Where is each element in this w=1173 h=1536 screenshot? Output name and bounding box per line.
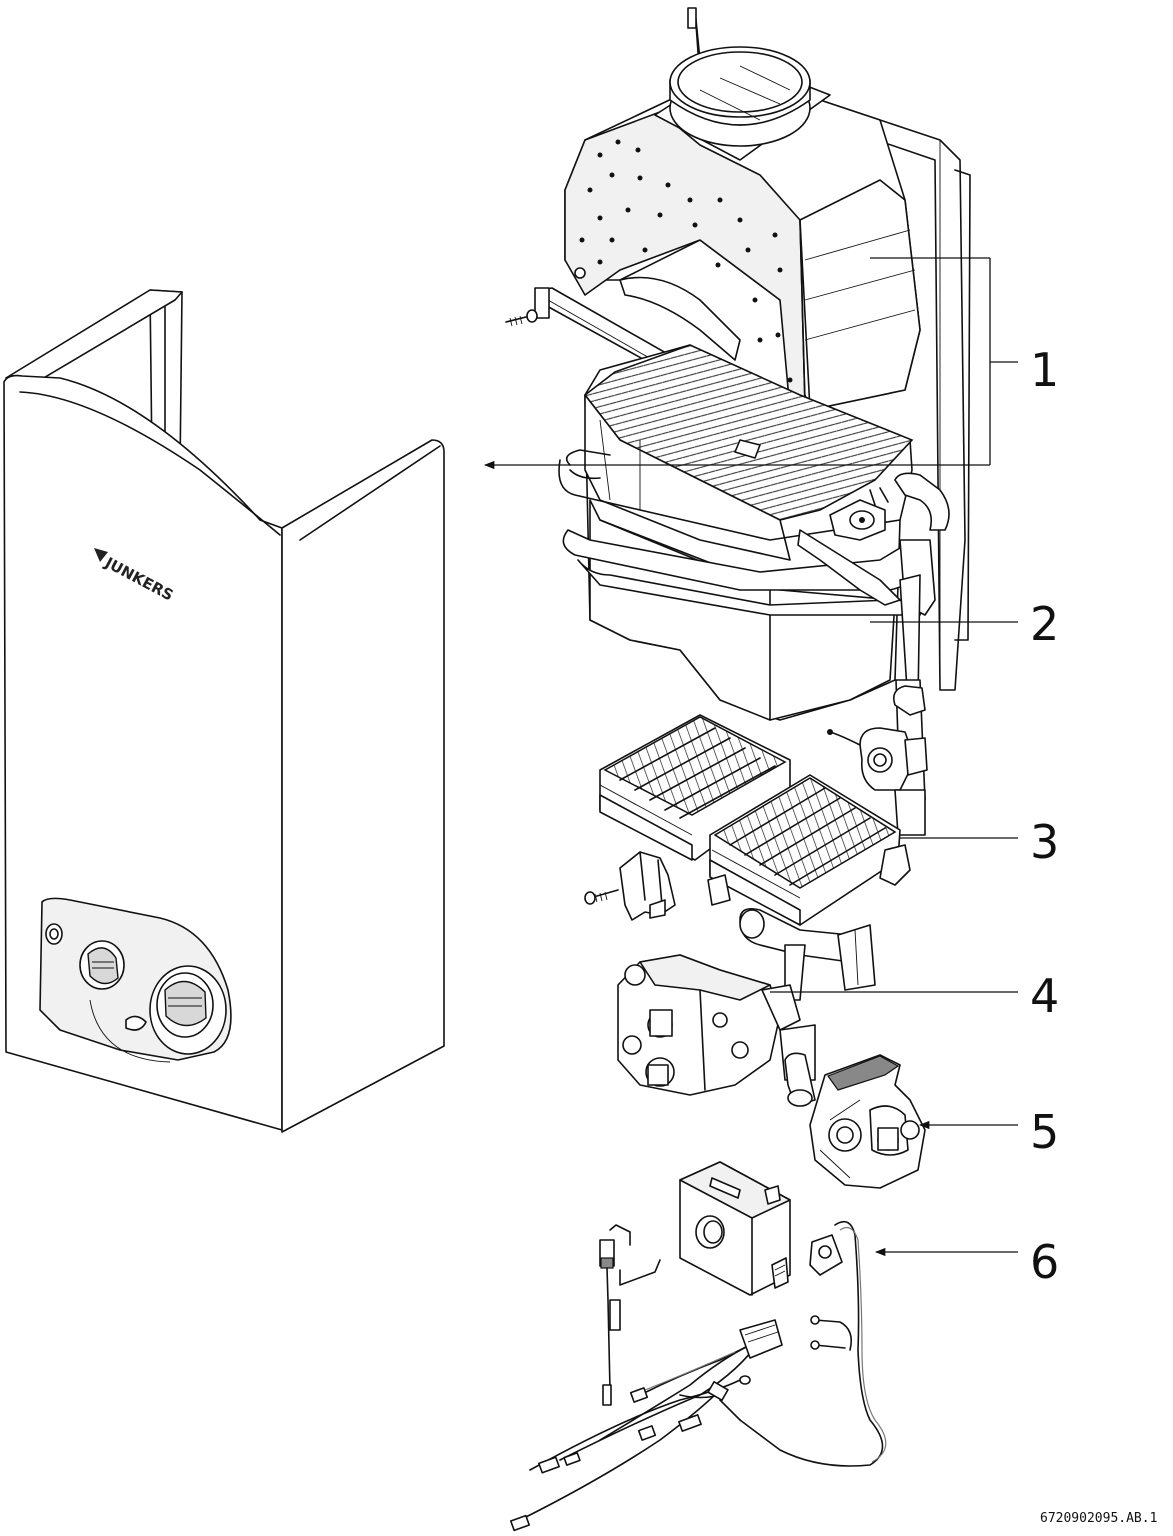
overheat-sensor — [739, 1220, 887, 1467]
heat-exchanger — [558, 344, 950, 801]
callout-2-label: 2 — [1030, 597, 1059, 651]
temperature-knob[interactable] — [79, 940, 125, 990]
callout-4-label: 4 — [1030, 969, 1059, 1023]
control-panel — [39, 897, 232, 1063]
screw-icon — [505, 309, 538, 327]
callout-3-label: 3 — [1030, 815, 1059, 869]
front-casing: JUNKERS — [3, 289, 445, 1133]
gas-valve — [809, 1054, 926, 1189]
ignition-electrode — [599, 1224, 631, 1406]
control-box — [679, 1161, 791, 1296]
water-valve — [617, 954, 816, 1107]
callout-leaders — [483, 257, 1018, 1257]
flue-hood-assembly — [505, 7, 971, 691]
burner-assembly — [584, 714, 911, 1001]
hood-vent-holes — [579, 139, 793, 383]
callout-5-label: 5 — [1030, 1105, 1059, 1159]
callout-labels: 1 2 3 4 5 6 — [1030, 343, 1059, 1289]
control-unit-and-wiring — [509, 1161, 887, 1532]
temperature-sensor — [829, 487, 889, 541]
flue-collar — [654, 46, 831, 161]
flow-sensor-valve — [827, 727, 928, 836]
burner-screw-icon — [584, 889, 619, 905]
document-id: 6720902095.AB.1 — [1040, 1511, 1157, 1526]
power-knob[interactable] — [149, 965, 227, 1055]
wiring-harness — [509, 1319, 783, 1532]
callout-6-label: 6 — [1030, 1235, 1059, 1289]
ignition-bracket — [619, 851, 676, 921]
callout-1-label: 1 — [1030, 343, 1059, 397]
